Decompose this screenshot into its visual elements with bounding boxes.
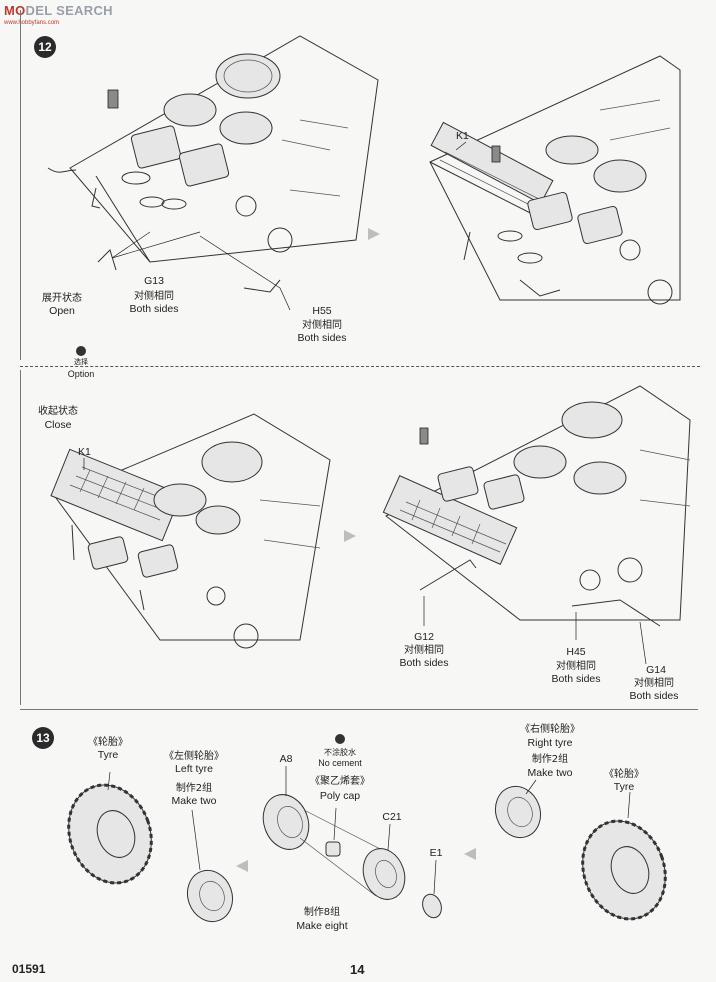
- watermark-brand-a: MO: [4, 3, 26, 18]
- make-two-cn-1: 制作2组: [175, 783, 213, 794]
- part-g14-en: Both sides: [629, 690, 679, 702]
- step-arrow-2: [344, 530, 356, 542]
- part-g14-cn: 对侧相同: [634, 678, 674, 689]
- step-arrow-1: [368, 228, 380, 240]
- close-state-en: Close: [44, 419, 72, 431]
- part-h45-cn: 对侧相同: [556, 661, 596, 672]
- tyre-left-en: Tyre: [97, 749, 119, 761]
- part-h45-en: Both sides: [551, 673, 601, 685]
- tyre-left-cn: 《轮胎》: [88, 737, 128, 748]
- catalog-number: 01591: [12, 962, 46, 976]
- poly-cap-en: Poly cap: [319, 790, 361, 802]
- part-h55-code: H55: [312, 305, 332, 317]
- part-h45-code: H45: [566, 646, 586, 658]
- part-a8: A8: [279, 753, 293, 765]
- part-g12-code: G12: [414, 631, 434, 643]
- part-g14-code: G14: [646, 664, 666, 676]
- step-13-badge: 13: [32, 727, 54, 749]
- step-12-frame-left: [20, 10, 21, 360]
- no-cement-cn: 不涂胶水: [324, 748, 356, 757]
- hull-open-after: [429, 55, 681, 305]
- step-arrow-4: [464, 848, 476, 860]
- wheel-right-hub: [494, 779, 542, 839]
- wheel-center-assembly: [262, 766, 442, 919]
- part-e1: E1: [429, 847, 443, 859]
- right-tyre-cn: 《右侧轮胎》: [520, 724, 580, 735]
- part-h55-en: Both sides: [297, 332, 347, 344]
- wheel-left-tyre: [67, 771, 153, 885]
- part-c21: C21: [382, 811, 402, 823]
- left-tyre-en: Left tyre: [175, 763, 213, 775]
- part-g13-en: Both sides: [129, 303, 179, 315]
- hull-close-before: [50, 413, 331, 649]
- make-two-en-2: Make two: [527, 767, 573, 779]
- part-k1-open: K1: [456, 130, 469, 142]
- poly-cap-cn: 《聚乙烯套》: [310, 776, 370, 787]
- no-cement-en: No cement: [318, 758, 362, 768]
- site-watermark: MODEL SEARCH: [4, 3, 113, 18]
- watermark-brand-b: DEL SEARCH: [25, 3, 113, 18]
- page-number: 14: [350, 962, 365, 977]
- part-g12-cn: 对侧相同: [404, 645, 444, 656]
- close-state-cn: 收起状态: [38, 406, 78, 417]
- step-12-badge: 12: [34, 36, 56, 58]
- watermark-url: www.hobbyfans.com: [4, 20, 60, 26]
- make-two-cn-2: 制作2组: [531, 754, 569, 765]
- right-tyre-en: Right tyre: [527, 737, 573, 749]
- step-13-divider: [20, 709, 698, 710]
- tyre-right-en: Tyre: [613, 781, 635, 793]
- option-icon: [76, 346, 86, 356]
- part-k1-close: K1: [78, 446, 91, 458]
- option-en: Option: [67, 369, 95, 379]
- make-eight-cn: 制作8组: [303, 907, 341, 918]
- part-g13-cn: 对侧相同: [134, 291, 174, 302]
- make-eight-en: Make eight: [296, 920, 348, 932]
- part-g13-code: G13: [144, 275, 164, 287]
- option-divider: [20, 366, 700, 367]
- hull-open-before: [47, 35, 379, 311]
- open-state-cn: 展开状态: [42, 293, 82, 304]
- hull-close-after: [382, 385, 691, 665]
- step-arrow-3: [236, 860, 248, 872]
- no-cement-icon: [335, 734, 345, 744]
- part-h55-cn: 对侧相同: [302, 320, 342, 331]
- step-12-lower-frame-left: [20, 370, 21, 705]
- left-tyre-cn: 《左侧轮胎》: [164, 751, 224, 762]
- tyre-right-cn: 《轮胎》: [604, 769, 644, 780]
- open-state-en: Open: [49, 305, 75, 317]
- part-g12-en: Both sides: [399, 657, 449, 669]
- make-two-en-1: Make two: [171, 795, 217, 807]
- option-cn: 选择: [74, 358, 88, 366]
- wheel-left-hub: [186, 809, 234, 923]
- wheel-right-tyre: [581, 791, 667, 921]
